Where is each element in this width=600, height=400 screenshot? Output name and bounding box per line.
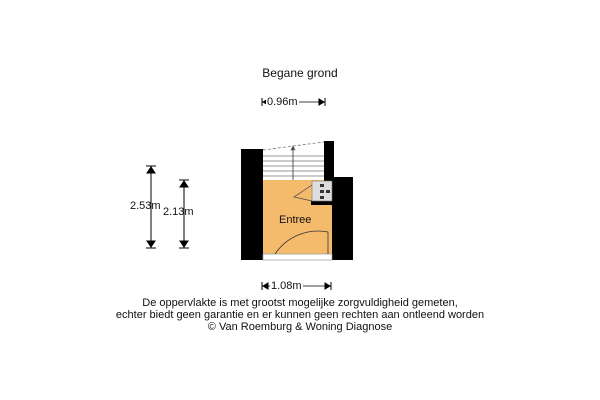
dimension-bottom-width: 1.08m [270, 280, 303, 292]
dimension-height-outer: 2.53m [130, 200, 161, 212]
floor-title: Begane grond [262, 66, 338, 80]
dimension-height-inner: 2.13m [163, 206, 194, 218]
stairs [262, 141, 325, 180]
dimension-lines [146, 98, 332, 290]
front-door [262, 230, 333, 261]
dimension-top-width: 0.96m [266, 96, 299, 108]
walls [241, 141, 353, 260]
room-label-entree: Entree [279, 214, 312, 226]
meter-cupboard [293, 180, 333, 202]
disclaimer-line-2: echter biedt geen garantie en er kunnen … [115, 309, 485, 321]
stairs-arrow-icon [290, 145, 296, 151]
disclaimer-line-1: De oppervlakte is met grootst mogelijke … [142, 297, 458, 309]
copyright-line: © Van Roemburg & Woning Diagnose [207, 321, 393, 333]
